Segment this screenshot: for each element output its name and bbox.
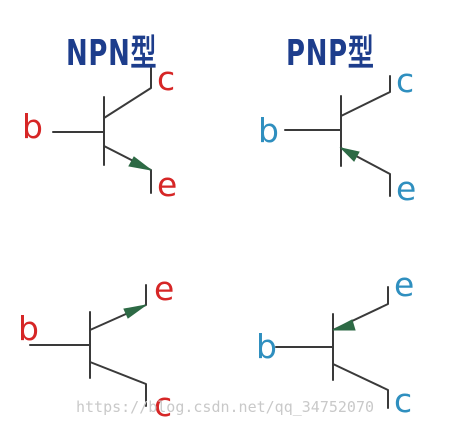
npn-inverted-base-label: b (18, 309, 39, 348)
watermark-url: https://blog.csdn.net/qq_34752070 (76, 398, 375, 416)
npn-inverted-collector-label: c (154, 385, 173, 424)
pnp-inverted-collector-label: c (394, 381, 413, 420)
pnp-upright-emitter-arrow (339, 147, 360, 162)
npn-upright-collector-label: c (157, 59, 176, 98)
npn-upright-emitter-label: e (157, 165, 178, 204)
pnp-symbol-inverted (275, 286, 389, 409)
pnp-upright-emitter-label: e (396, 169, 417, 208)
npn-symbol-upright (52, 67, 152, 194)
pnp-symbol-upright (284, 75, 391, 197)
pnp-upright-base-label: b (258, 111, 279, 150)
pnp-inverted-emitter-label: e (394, 265, 415, 304)
npn-upright-collector-lead (103, 67, 152, 119)
pnp-inverted-emitter-arrow (332, 319, 356, 331)
npn-upright-emitter-lead (103, 145, 152, 194)
pnp-title: PNP型 (286, 33, 375, 74)
npn-upright-emitter-arrow (128, 156, 152, 171)
npn-inverted-emitter-arrow (123, 304, 147, 319)
npn-inverted-emitter-label: e (154, 269, 175, 308)
npn-upright-base-label: b (22, 107, 43, 146)
pnp-inverted-emitter-lead (332, 286, 389, 331)
npn-inverted-collector-lead (89, 361, 147, 407)
pnp-upright-collector-label: c (396, 61, 415, 100)
pnp-upright-emitter-lead (340, 147, 391, 197)
npn-symbol-inverted (29, 284, 147, 407)
npn-title: NPN型 (66, 33, 158, 74)
pnp-inverted-base-label: b (256, 327, 277, 366)
pnp-inverted-collector-lead (332, 363, 389, 409)
pnp-upright-collector-lead (340, 75, 391, 117)
